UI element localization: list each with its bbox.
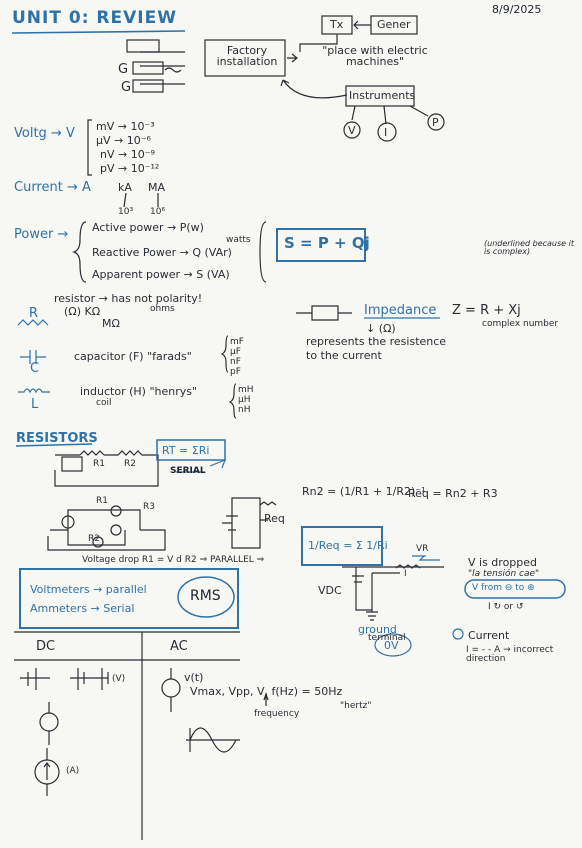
ac-hertz: "hertz" bbox=[340, 701, 372, 711]
cap-unit-4: pF bbox=[230, 367, 241, 377]
impedance-formula: Z = R + Xj bbox=[452, 303, 521, 318]
dc-heading: DC bbox=[36, 639, 56, 654]
resistor-mohm: MΩ bbox=[102, 317, 120, 330]
power-watts: watts bbox=[226, 235, 251, 245]
ground-label: ground bbox=[358, 623, 397, 636]
inverse-req-formula: 1/Req = Σ 1/Ri bbox=[308, 539, 388, 552]
voltage-row-1: mV → 10⁻³ bbox=[96, 120, 155, 133]
ac-params: Vmax, Vpp, V, f(Hz) = 50Hz bbox=[190, 685, 343, 698]
place-label: "place with electric machines" bbox=[322, 44, 428, 68]
impedance-unit: ↓ (Ω) bbox=[366, 322, 396, 335]
v-meter-icon: V bbox=[348, 124, 356, 137]
instruments-box bbox=[345, 85, 415, 107]
capacitor-desc: capacitor (F) "farads" bbox=[74, 350, 192, 363]
voltage-label: Voltg → V bbox=[14, 126, 75, 141]
cap-unit-1: mF bbox=[230, 337, 244, 347]
current-note: Current bbox=[468, 629, 510, 642]
v-dropped: V is dropped bbox=[468, 556, 538, 569]
parallel-r1: R1 bbox=[96, 496, 108, 506]
power-formula-box bbox=[276, 228, 366, 262]
v-dropped-quote: "la tensión cae" bbox=[468, 569, 540, 579]
gener-label: Gener bbox=[377, 18, 411, 31]
dc-volt-unit: (V) bbox=[112, 674, 126, 684]
i-meter-icon: I bbox=[384, 126, 388, 139]
vr-label: VR bbox=[416, 544, 429, 554]
incorrect-direction: I = - - A → incorrect direction bbox=[466, 645, 554, 664]
dc-amp-unit: (A) bbox=[66, 766, 80, 776]
impedance-desc-1: represents the resistence bbox=[306, 335, 447, 348]
instruments-label: Instruments bbox=[349, 89, 416, 102]
power-reactive: Reactive Power → Q (VAr) bbox=[92, 246, 232, 259]
current-label: Current → A bbox=[14, 180, 91, 195]
resistors-title: RESISTORS bbox=[16, 431, 98, 446]
capacitor-symbol-c: C bbox=[30, 361, 40, 376]
resistor-units: (Ω) KΩ bbox=[64, 305, 101, 318]
resistor-symbol-r: R bbox=[29, 306, 39, 321]
factory-label: Factory installation bbox=[216, 44, 278, 68]
title-underline bbox=[11, 30, 186, 34]
serial-r1: R1 bbox=[93, 459, 105, 469]
generator-g1: G bbox=[118, 62, 129, 77]
power-formula: S = P + Qj bbox=[284, 234, 370, 252]
parallel-r3: R3 bbox=[143, 502, 155, 512]
current-ka: kA bbox=[118, 181, 132, 194]
inductor-coil: coil bbox=[96, 398, 112, 408]
meters-box bbox=[19, 568, 239, 629]
zero-volt: 0V bbox=[384, 639, 399, 652]
rt-formula: RT = ΣRi bbox=[162, 444, 210, 457]
power-active: Active power → P(w) bbox=[92, 221, 204, 234]
req-label: Req bbox=[264, 512, 285, 525]
inductor-symbol-l: L bbox=[31, 397, 39, 412]
voltage-row-4: pV → 10⁻¹² bbox=[100, 162, 160, 175]
voltage-drop: Voltage drop R1 = V d R2 ⇒ PARALLEL ⇒ bbox=[82, 555, 265, 565]
ammeters-rule: Ammeters → Serial bbox=[30, 602, 135, 615]
resistor-ohms: ohms bbox=[150, 304, 175, 314]
cap-unit-2: μF bbox=[230, 347, 241, 357]
impedance-desc-2: to the current bbox=[306, 349, 382, 362]
current-pow2: 10⁶ bbox=[150, 207, 166, 217]
page-title: UNIT 0: REVIEW bbox=[12, 8, 177, 28]
current-ma: MA bbox=[148, 181, 166, 194]
voltmeters-rule: Voltmeters → parallel bbox=[30, 583, 147, 596]
ind-unit-2: μH bbox=[238, 395, 251, 405]
cap-unit-3: nF bbox=[230, 357, 241, 367]
serial-label: SERIAL bbox=[170, 466, 206, 476]
power-apparent: Apparent power → S (VA) bbox=[92, 268, 230, 281]
current-pow1: 10³ bbox=[118, 207, 134, 217]
power-note: (underlined because it is complex) bbox=[484, 239, 574, 256]
impedance-label: Impedance bbox=[364, 303, 437, 318]
req2-formula: Req = Rn2 + R3 bbox=[408, 487, 498, 500]
current-direction: I ↻ or ↺ bbox=[488, 602, 524, 612]
v-from: V from ⊖ to ⊕ bbox=[472, 583, 535, 593]
voltage-row-2: μV → 10⁻⁶ bbox=[96, 134, 151, 147]
p-meter-icon: P bbox=[432, 116, 439, 129]
ind-unit-1: mH bbox=[238, 385, 254, 395]
ind-unit-3: nH bbox=[238, 405, 251, 415]
resistor-desc: resistor → has not polarity! bbox=[54, 292, 203, 305]
rms-label: RMS bbox=[190, 588, 221, 604]
vdc-label: VDC bbox=[318, 584, 342, 597]
generator-g2: G bbox=[121, 80, 132, 95]
parallel-r2: R2 bbox=[88, 534, 100, 544]
factory-box bbox=[204, 39, 286, 77]
ac-frequency: frequency bbox=[254, 709, 300, 719]
current-i-label: I bbox=[404, 569, 407, 579]
page-date: 8/9/2025 bbox=[492, 3, 542, 16]
terminal-label: terminal bbox=[368, 633, 406, 643]
rn2-formula: Rn2 = (1/R1 + 1/R2)⁻¹ bbox=[302, 485, 426, 498]
serial-r2: R2 bbox=[124, 459, 136, 469]
voltage-row-3: nV → 10⁻⁹ bbox=[100, 148, 155, 161]
impedance-complex: complex number bbox=[482, 319, 559, 329]
ac-vt: v(t) bbox=[184, 671, 204, 684]
inductor-desc: inductor (H) "henrys" bbox=[80, 385, 198, 398]
power-label: Power → bbox=[14, 227, 69, 242]
ac-heading: AC bbox=[170, 639, 188, 654]
tx-label: Tx bbox=[330, 18, 344, 31]
